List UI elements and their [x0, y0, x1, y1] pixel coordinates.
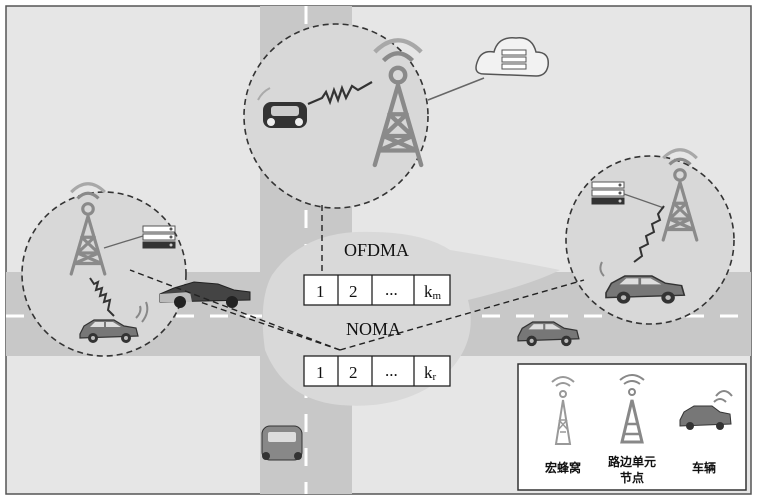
- macro-link: [307, 81, 373, 106]
- rsu-link-left: [89, 277, 115, 317]
- cloud-server-icon: [475, 37, 549, 77]
- macro-cell-zone: [243, 23, 429, 209]
- macro-cell-icon: [551, 376, 575, 445]
- ofdma-cell-2: 2: [349, 282, 358, 301]
- ofdma-cell-4: km: [424, 282, 442, 302]
- ofdma-cell-3: ...: [385, 280, 398, 299]
- noma-label: NOMA: [346, 319, 401, 339]
- rsu-node-icon: [619, 374, 645, 444]
- rsu-link-right: [633, 205, 665, 263]
- legend: 宏蜂窝 路边单元 节点 车辆: [517, 363, 747, 491]
- noma-cell-1: 1: [316, 363, 325, 382]
- ofdma-cell-1: 1: [316, 282, 325, 301]
- ofdma-label: OFDMA: [344, 240, 409, 260]
- car-top-icon: [263, 102, 307, 128]
- rsu-zone-right: [565, 155, 735, 325]
- noma-cell-3: ...: [385, 361, 398, 380]
- legend-macro-cell: 宏蜂窝: [545, 460, 581, 475]
- noma-cell-4: kr: [424, 363, 437, 383]
- legend-rsu-line2: 节点: [620, 470, 644, 485]
- link-lines: [129, 205, 585, 351]
- noma-cell-2: 2: [349, 363, 358, 382]
- ofdma-resource-blocks: 1 2 ... km: [303, 274, 451, 306]
- vehicle-icon: [679, 390, 733, 430]
- legend-vehicle: 车辆: [692, 460, 716, 475]
- noma-resource-blocks: 1 2 ... kr: [303, 355, 451, 387]
- car-bottom-road: [261, 425, 303, 461]
- legend-rsu-line1: 路边单元: [608, 454, 656, 469]
- car-black-road: [159, 281, 251, 308]
